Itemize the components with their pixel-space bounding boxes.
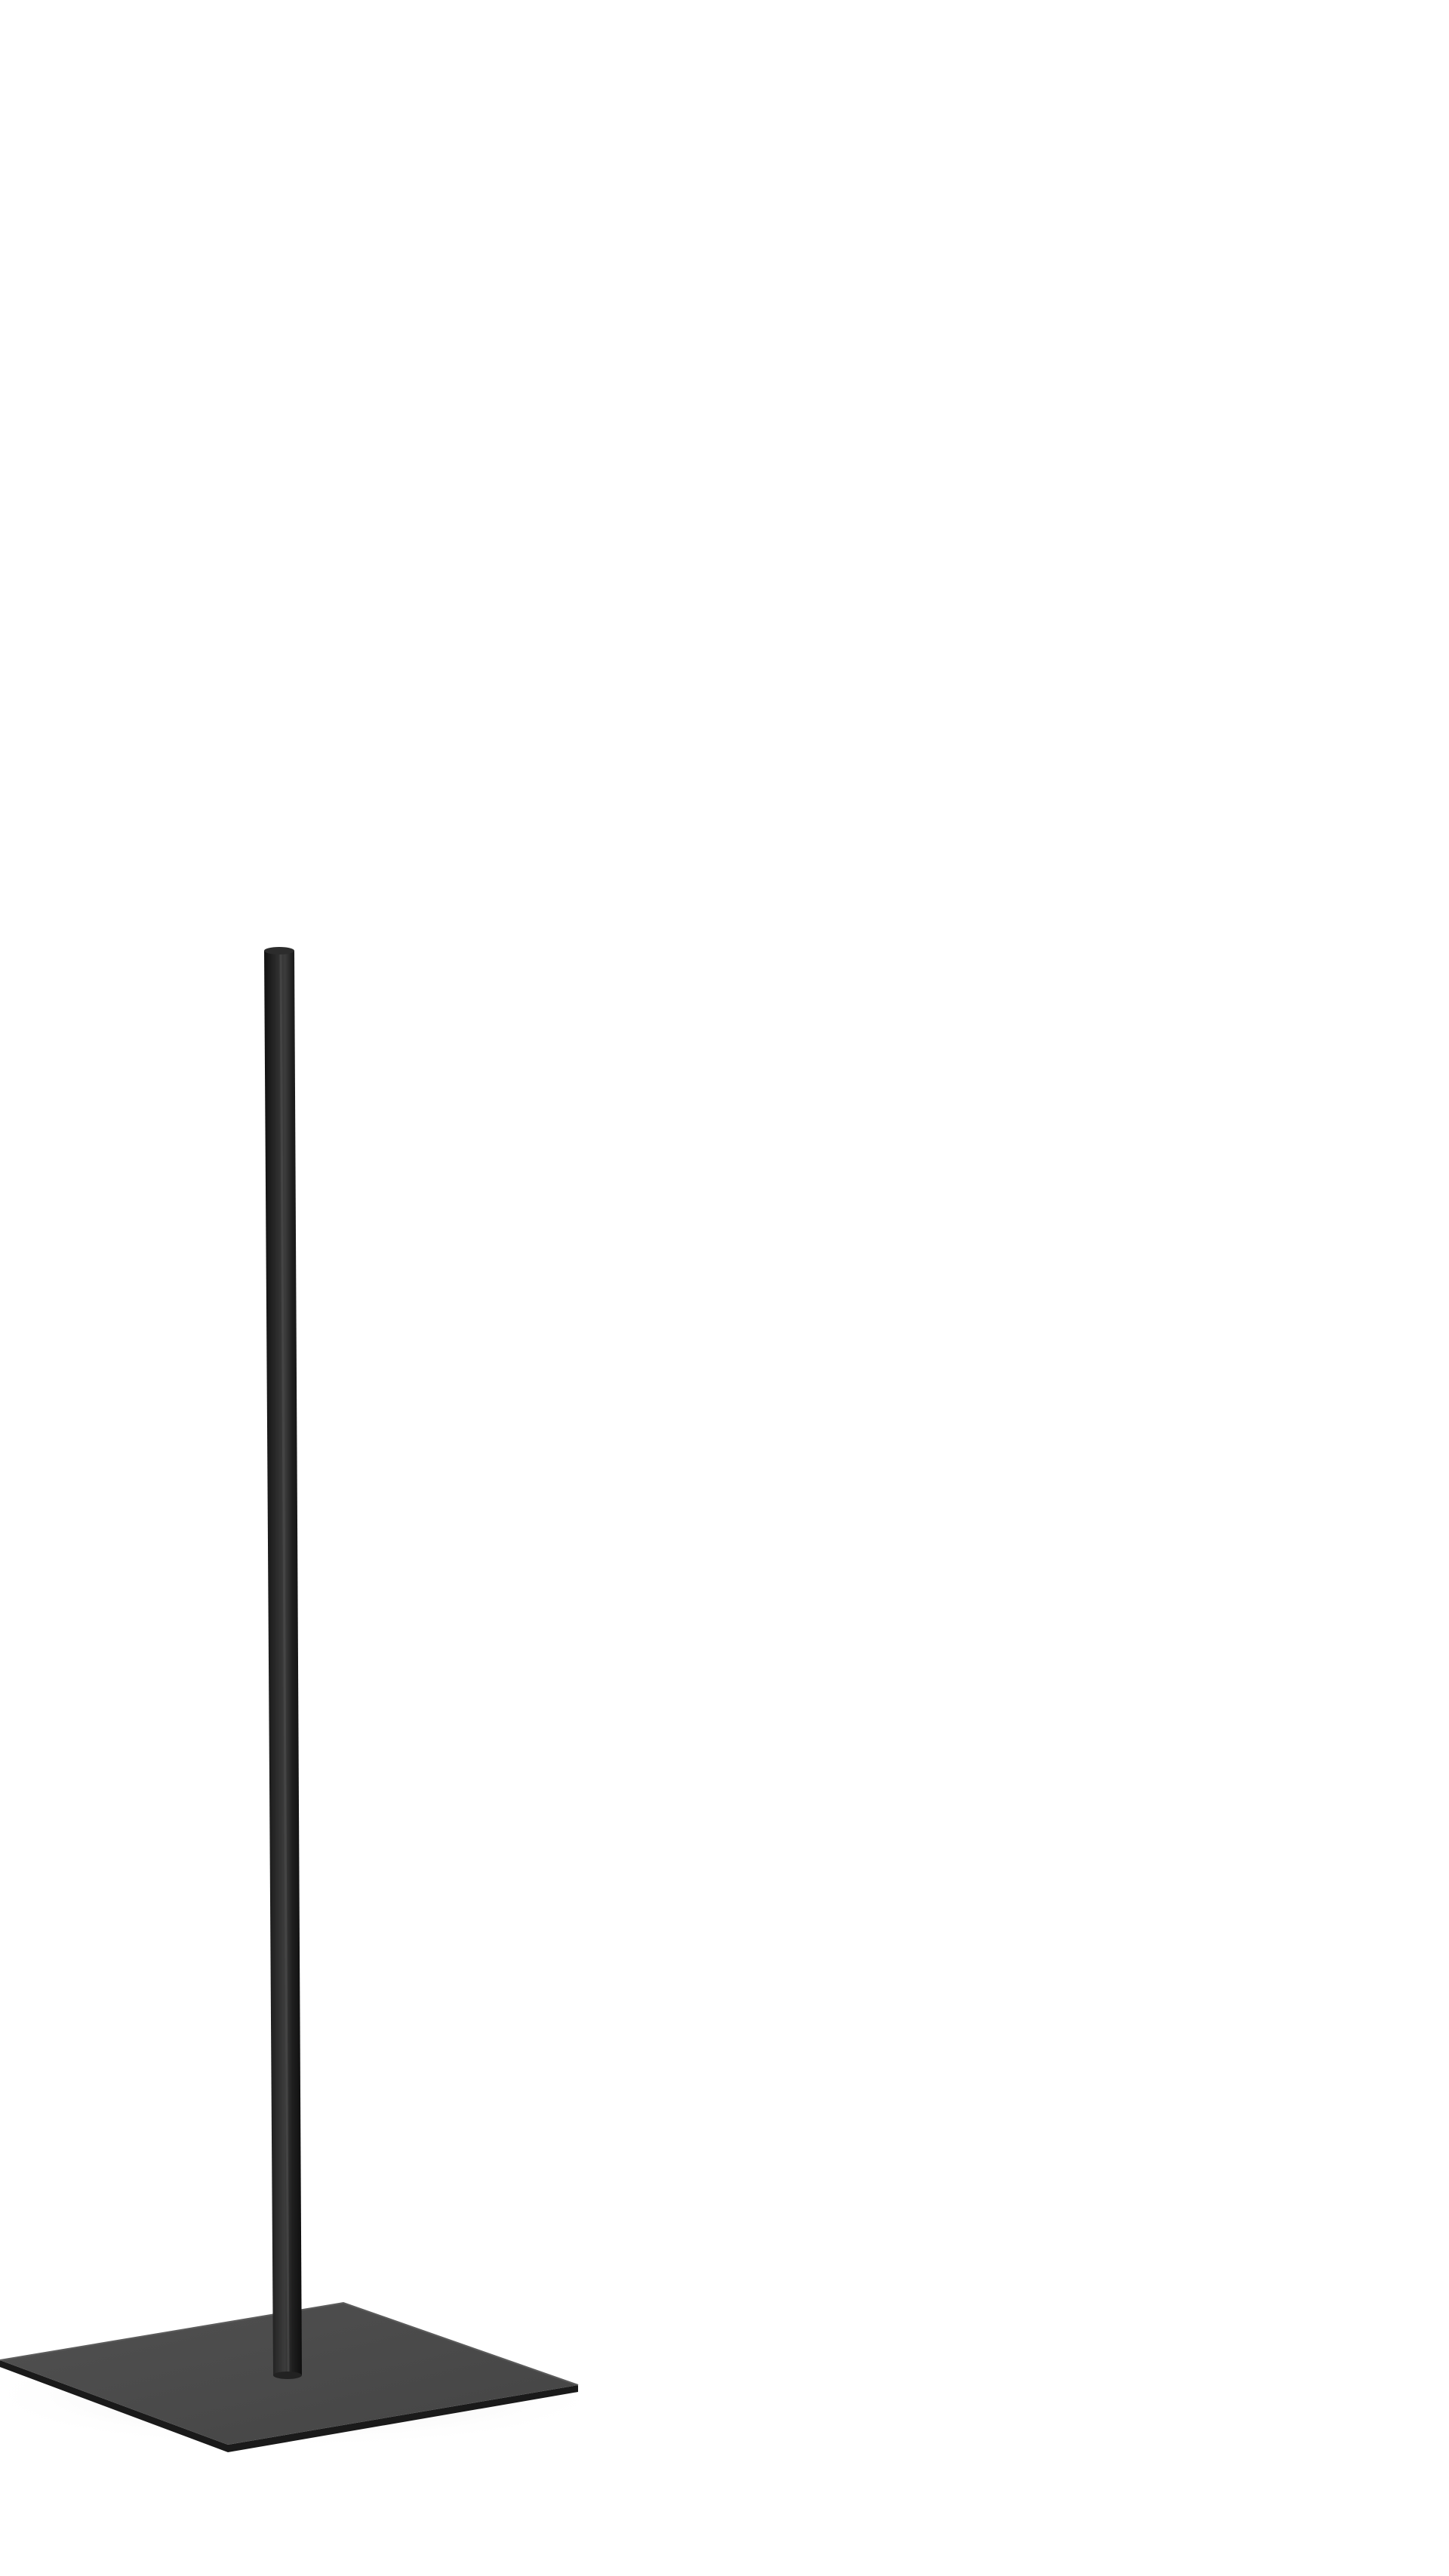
pole-top-cap bbox=[264, 947, 294, 954]
base-plate-highlight bbox=[0, 2301, 579, 2386]
base-plate-edge bbox=[0, 2360, 578, 2452]
pole-foot bbox=[273, 2372, 302, 2379]
pole-highlight bbox=[279, 953, 290, 2373]
pole bbox=[264, 951, 302, 2375]
